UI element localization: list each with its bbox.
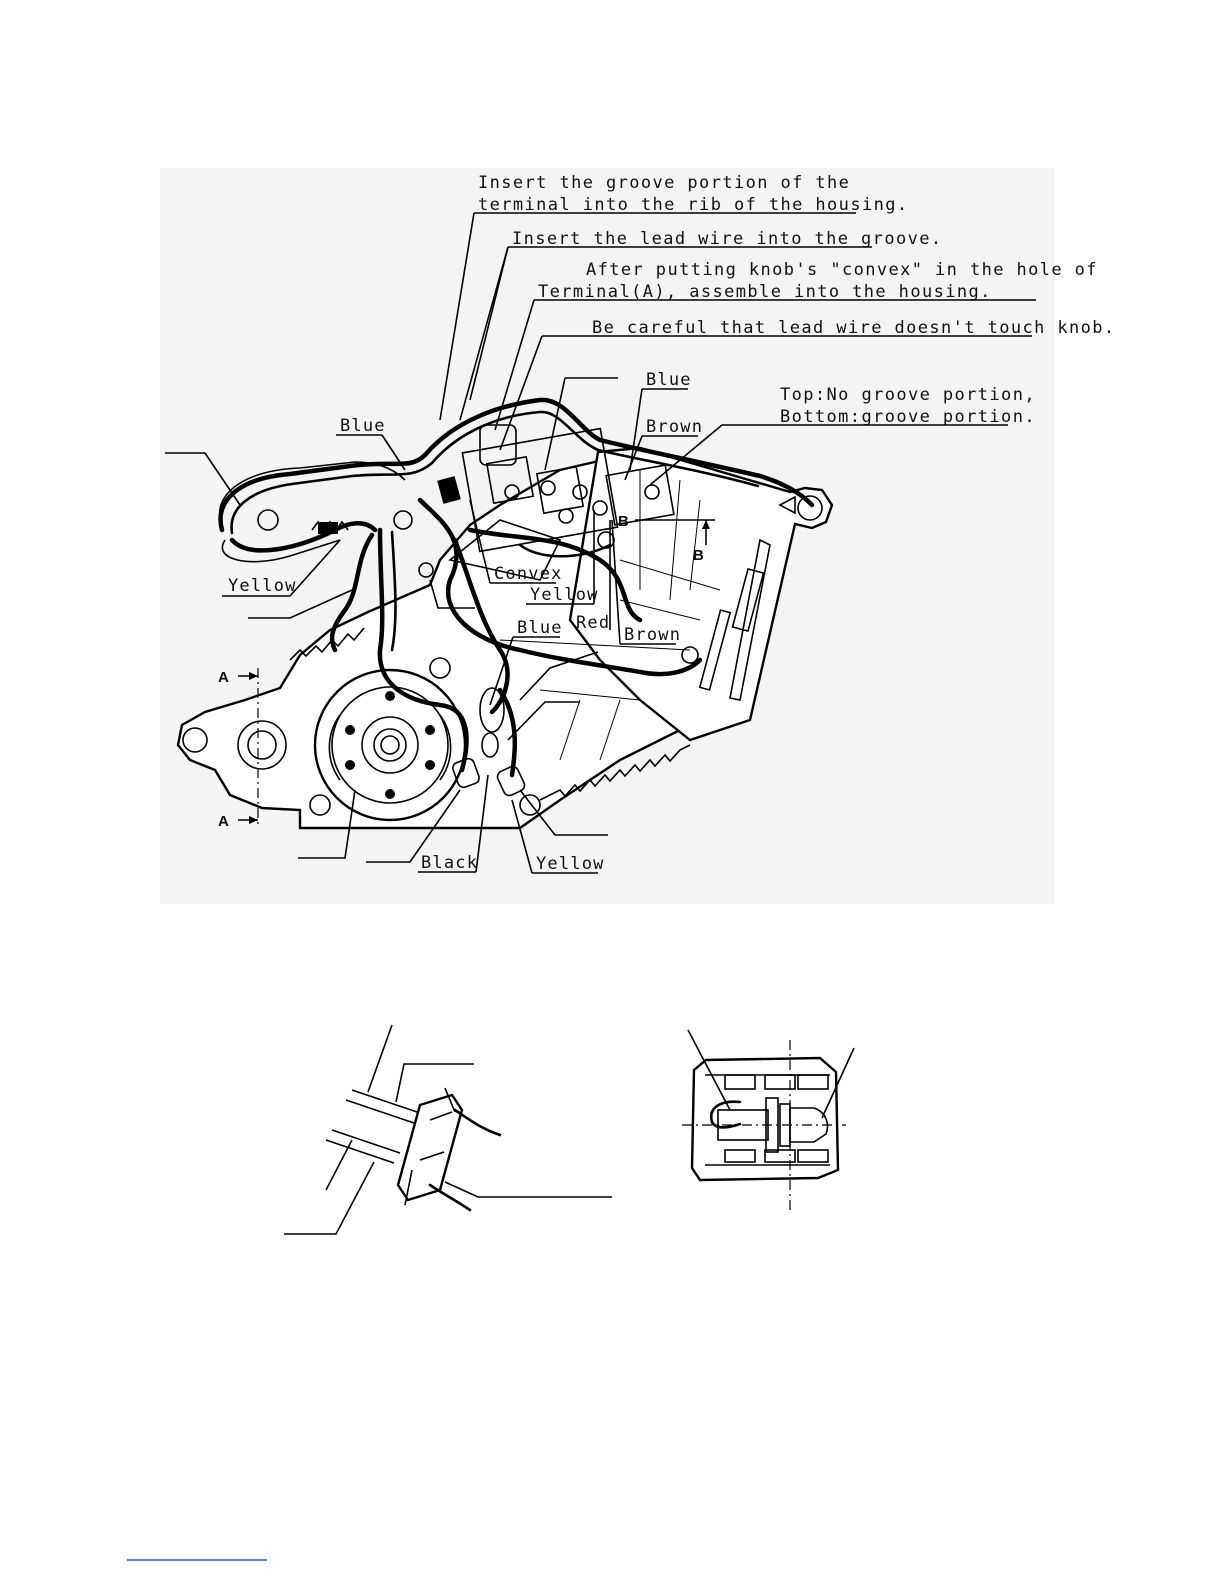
section-a-bottom-label: A bbox=[218, 813, 229, 830]
note-leader-lines bbox=[439, 212, 723, 486]
wire-color-labels: Blue Blue Brown Yellow Convex Yellow Red… bbox=[222, 370, 703, 874]
label-blue-left: Blue bbox=[340, 416, 386, 436]
label-yellow-left: Yellow bbox=[228, 576, 297, 596]
note-top-bottom-line1: Top:No groove portion, bbox=[780, 385, 1036, 405]
label-convex: Convex bbox=[494, 564, 563, 584]
section-b-marker: B B bbox=[618, 513, 715, 564]
lead-wires bbox=[218, 397, 815, 778]
label-yellow-center: Yellow bbox=[530, 585, 599, 605]
label-red: Red bbox=[576, 613, 610, 633]
label-yellow-bottom: Yellow bbox=[536, 854, 605, 874]
detail-view-section bbox=[682, 1029, 855, 1210]
note-knob-line2: Terminal(A), assemble into the housing. bbox=[538, 282, 992, 302]
section-a-top-label: A bbox=[218, 669, 229, 686]
label-brown-top: Brown bbox=[646, 417, 703, 437]
label-blue-center: Blue bbox=[517, 618, 563, 638]
label-brown-center: Brown bbox=[624, 625, 681, 645]
label-black: Black bbox=[421, 853, 478, 873]
note-groove-line2: terminal into the rib of the housing. bbox=[478, 195, 909, 215]
note-top-bottom-line2: Bottom:groove portion. bbox=[780, 407, 1036, 427]
detail-view-terminal bbox=[284, 1024, 612, 1235]
assembly-notes: Insert the groove portion of the termina… bbox=[474, 173, 1116, 427]
note-careful: Be careful that lead wire doesn't touch … bbox=[592, 318, 1116, 338]
section-a-marker: A A bbox=[218, 668, 259, 830]
note-knob-line1: After putting knob's "convex" in the hol… bbox=[586, 260, 1098, 280]
note-groove-line1: Insert the groove portion of the bbox=[478, 173, 850, 193]
section-b-lower-label: B bbox=[693, 547, 704, 564]
note-lead-groove: Insert the lead wire into the groove. bbox=[512, 229, 943, 249]
label-blue-top: Blue bbox=[646, 370, 692, 390]
unlabeled-leader-lines bbox=[165, 452, 608, 859]
section-b-upper-label: B bbox=[618, 513, 629, 530]
